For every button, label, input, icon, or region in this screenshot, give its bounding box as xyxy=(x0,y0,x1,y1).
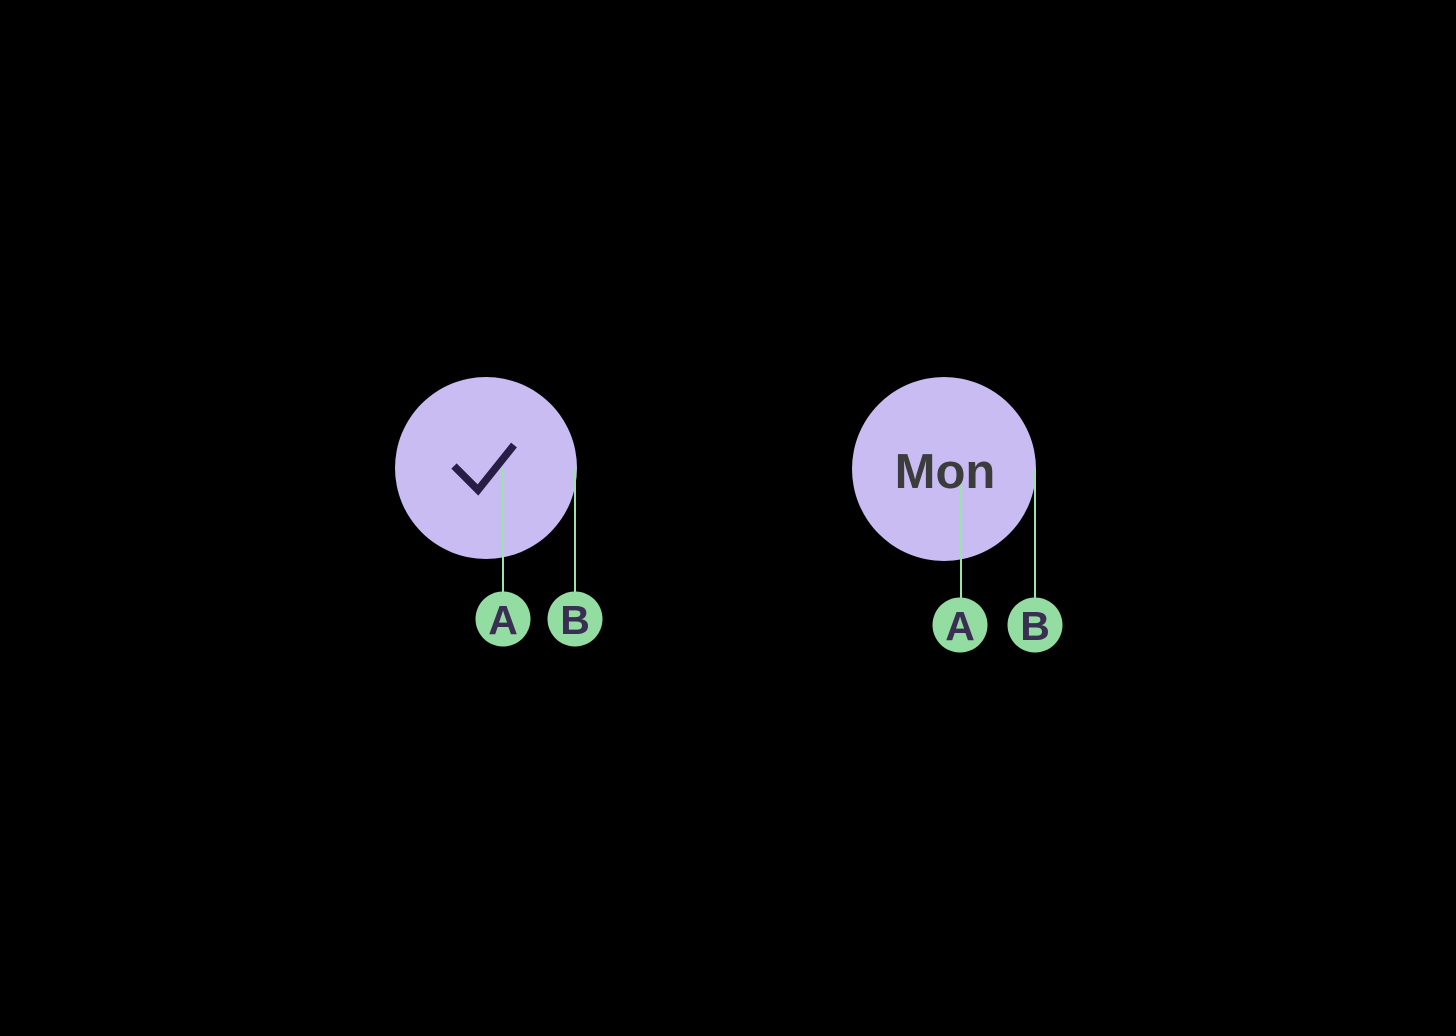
leaf-node-a-circle xyxy=(475,591,531,647)
parent-node-label: Mon xyxy=(895,445,996,499)
graph-mon: Mon A B xyxy=(852,377,1063,653)
leaf-node-a-label: A xyxy=(945,603,975,649)
parent-node-circle xyxy=(852,377,1036,561)
leaf-node-a-label: A xyxy=(488,597,518,643)
leaf-node-b-circle xyxy=(1007,597,1063,653)
parent-node-circle xyxy=(395,377,577,559)
leaf-node-a-circle xyxy=(932,597,988,653)
graph-check: A B xyxy=(395,377,603,647)
leaf-node-b-circle xyxy=(547,591,603,647)
leaf-node-b-label: B xyxy=(1020,603,1050,649)
leaf-node-b-label: B xyxy=(560,597,590,643)
checkmark-icon xyxy=(451,442,517,496)
